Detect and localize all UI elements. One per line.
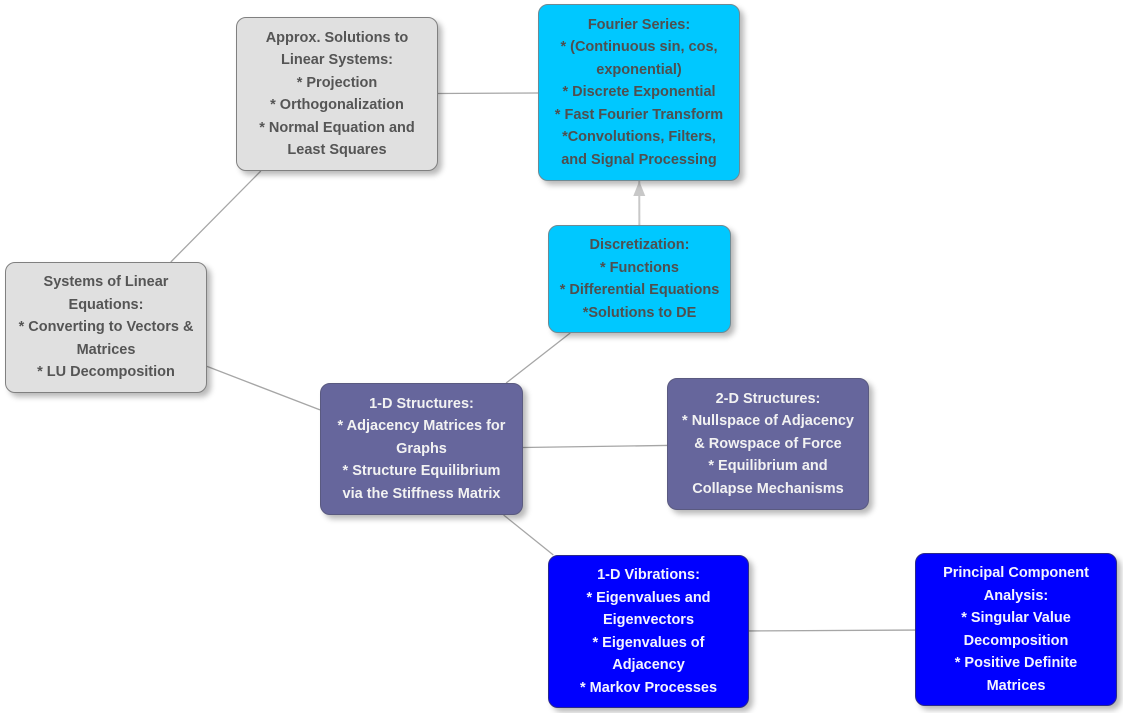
node-text-line: Principal Component [943,565,1089,581]
edge-struct1d-to-vib1d [503,514,554,556]
node-text-line: * Eigenvalues and [586,589,711,606]
node-text-line: * Adjacency Matrices for [337,418,506,435]
node-text-line: Discretization: [589,237,690,253]
node-text-line: Least Squares [287,142,387,158]
node-approx-solutions[interactable]: Approx. Solutions to Linear Systems: * Pro… [236,17,438,171]
node-text-line: exponential) [596,61,682,78]
node-text-line: * Markov Processes [579,679,718,696]
edge-systems-to-approx [170,170,262,263]
node-text-line: * Nullspace of Adjacency [682,413,854,430]
node-text-line: via the Stiffness Matrix [342,485,501,502]
node-text: Fourier Series: * (Continuous sin, cos, ex… [555,14,723,172]
node-text-line: & Rowspace of Force [694,435,842,452]
node-text-line: * Projection [296,74,378,91]
node-text-line: Matrices [76,341,136,358]
node-text-line: 2-D Structures: [715,390,821,407]
node-discretization[interactable]: Discretization: * Functions * Differential… [548,225,731,333]
node-text-line: * Equilibrium and [708,458,828,475]
node-text-line: Eigenvectors [602,612,695,628]
node-text-line: Equations: [68,296,144,313]
node-text-line: * LU Decomposition [37,364,175,381]
node-text-line: * Fast Fourier Transform [554,106,724,123]
node-text-line: * Functions [600,259,679,276]
arrowhead-icon [633,181,646,197]
node-text-line: Systems of Linear [43,274,169,291]
node-2d-structures[interactable]: 2-D Structures: * Nullspace of Adjacency &… [667,378,869,510]
node-text-line: 1-D Structures: [369,395,474,412]
node-text-line: Linear Systems: [280,52,394,68]
node-text-line: Analysis: [983,587,1049,604]
edge-vib1d-to-pca [748,629,916,632]
node-text-line: *Convolutions, Filters, [562,129,716,146]
node-text-line: * (Continuous sin, cos, [560,39,718,56]
node-text: 2-D Structures: * Nullspace of Adjacency &… [682,388,854,501]
node-text-line: * Eigenvalues of [592,634,705,651]
node-fourier-series[interactable]: Fourier Series: * (Continuous sin, cos, ex… [538,4,740,181]
node-text-line: Approx. Solutions to [265,29,409,46]
node-text-line: * Differential Equations [559,282,720,298]
node-text-line: Matrices [986,677,1046,694]
edge-systems-to-struct1d [206,365,321,411]
node-text: Discretization: * Functions * Differential… [560,234,720,324]
node-text-line: * Structure Equilibrium [342,463,501,480]
edge-struct1d-to-struct2d [522,444,668,449]
node-text: Approx. Solutions to Linear Systems: * Pro… [259,27,415,162]
node-text-line: * Singular Value [961,610,1071,626]
node-text-line: and Signal Processing [561,151,717,168]
node-text-line: Decomposition [963,632,1069,649]
node-text-line: 1-D Vibrations: [597,567,700,583]
node-text-line: Graphs [396,440,447,457]
node-text-line: Adjacency [612,657,685,673]
node-text-line: Fourier Series: [587,16,691,33]
node-text-line: * Orthogonalization [270,97,404,113]
node-text-line: * Normal Equation and [259,119,415,136]
node-text-line: * Positive Definite [954,655,1078,671]
node-text-line: * Converting to Vectors & [18,319,194,336]
node-text-line: Collapse Mechanisms [692,480,844,497]
node-text-line: * Discrete Exponential [562,84,716,101]
edge-struct1d-to-discrete [505,332,571,384]
node-text-line: *Solutions to DE [582,304,697,321]
